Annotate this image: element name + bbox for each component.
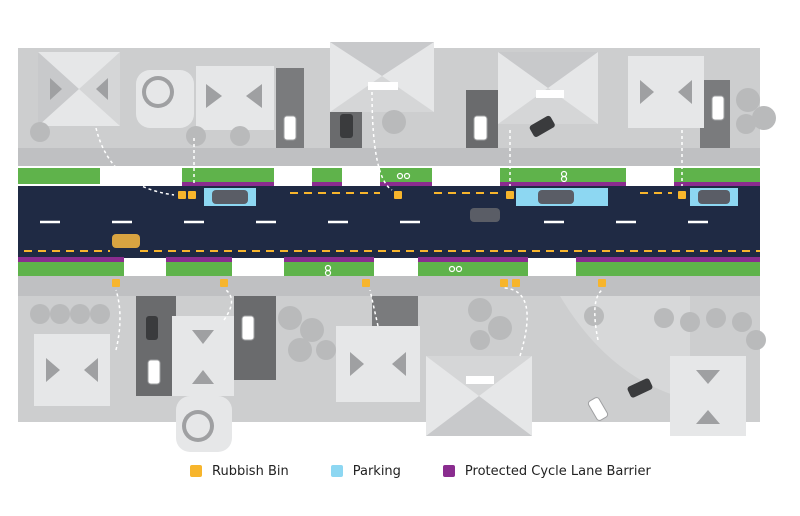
tree-icon bbox=[30, 298, 766, 362]
house-icon bbox=[330, 42, 434, 112]
legend-label-parking: Parking bbox=[352, 463, 401, 479]
legend-label-cycle-barrier: Protected Cycle Lane Barrier bbox=[464, 463, 651, 479]
legend-label-rubbish-bin: Rubbish Bin bbox=[212, 463, 289, 479]
top-cycle-barriers bbox=[182, 182, 760, 187]
house-icon bbox=[38, 52, 120, 126]
pool-icon bbox=[136, 70, 194, 128]
legend-swatch-cycle-barrier bbox=[442, 465, 455, 477]
pool-icon bbox=[176, 396, 232, 452]
top-cycle-lane bbox=[18, 168, 760, 184]
rubbish-bins bbox=[112, 191, 686, 287]
top-footpath bbox=[18, 148, 760, 168]
legend-swatch-rubbish-bin bbox=[190, 465, 202, 477]
house-icon bbox=[670, 356, 746, 436]
dashed-arrow-icon bbox=[95, 91, 683, 357]
legend: Rubbish Bin Parking Protected Cycle Lane… bbox=[190, 460, 651, 482]
house-icon bbox=[426, 356, 532, 436]
bottom-footpath bbox=[18, 276, 760, 296]
car-icon bbox=[112, 190, 730, 248]
tree-icon bbox=[30, 88, 776, 146]
house-icon bbox=[498, 52, 598, 124]
house-icon bbox=[628, 56, 704, 128]
road bbox=[18, 186, 760, 258]
bottom-cycle-barriers bbox=[18, 257, 760, 262]
bicycle-icon bbox=[324, 170, 568, 277]
house-icon bbox=[172, 316, 234, 396]
house-icon bbox=[336, 326, 420, 402]
bottom-cycle-lane bbox=[18, 262, 760, 276]
bottom-block bbox=[18, 296, 766, 452]
legend-swatch-parking bbox=[330, 465, 343, 477]
house-icon bbox=[34, 334, 110, 406]
top-block bbox=[18, 42, 776, 164]
house-icon bbox=[196, 66, 274, 130]
